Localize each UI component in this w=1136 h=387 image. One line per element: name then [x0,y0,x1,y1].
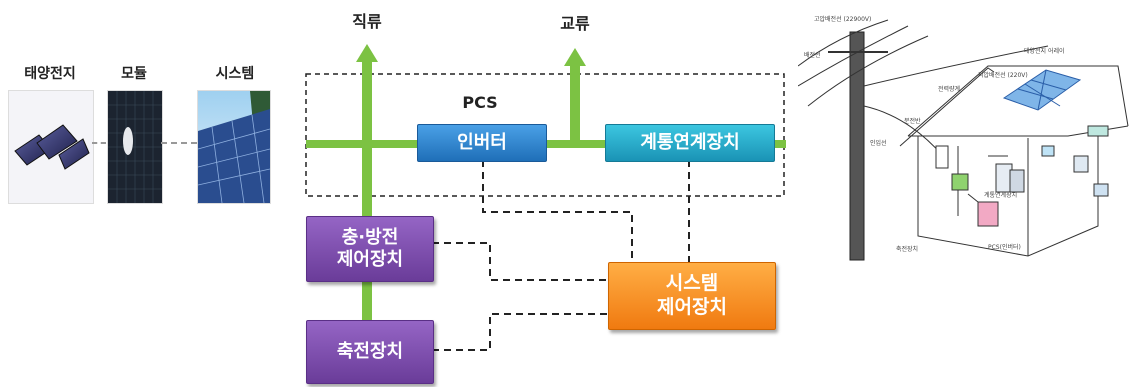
ac-label: 교류 [560,14,590,33]
house-label-4: 분전반 [904,118,921,125]
inverter-box: 인버터 [417,124,547,162]
grid-connection-box: 계통연계장치 [605,124,775,162]
house-label-1: 저압배전선 (220V) [978,72,1028,79]
module-label: 모듈 [121,66,147,82]
storage-box: 축전장치 [306,320,434,384]
cell-label: 태양전지 [24,66,76,82]
ac-vertical-line [570,66,580,144]
pcs-boundary [305,73,785,197]
dc-vertical-line [362,62,372,327]
pcs-label: PCS [462,93,498,112]
house-label-9: 배전선 [804,52,821,59]
arrow-module-to-system [161,142,197,144]
house-label-3: 태양전지 어레이 [1024,48,1065,55]
module-image [107,90,163,204]
house-drawing [797,19,1129,261]
dc-label: 직류 [352,12,382,31]
system-label: 시스템 [215,66,255,82]
system-control-box: 시스템 제어장치 [608,262,776,330]
charge-control-box: 충·방전 제어장치 [306,216,434,282]
solar-cell-image [8,90,94,204]
system-image [197,90,271,204]
dc-arrow-head [356,44,378,62]
roof-solar-panel [1002,69,1082,111]
arrow-cell-to-module [92,142,106,144]
control-line-inverter [482,160,633,262]
house-label-0: 고압배전선 (22900V) [814,16,872,23]
house-illustration: 고압배전선 (22900V) 저압배전선 (220V) 전력량계 태양전지 어레… [797,6,1134,276]
house-label-8: 계통연계장치 [984,192,1018,199]
control-line-storage [432,313,608,351]
house-label-7: 축전장치 [896,246,919,253]
ac-arrow-head [564,48,586,66]
house-label-5: 인입선 [870,140,887,147]
house-label-6: PCS(인버터) [988,244,1021,251]
control-line-charge [432,242,608,281]
house-label-2: 전력량계 [938,86,961,93]
